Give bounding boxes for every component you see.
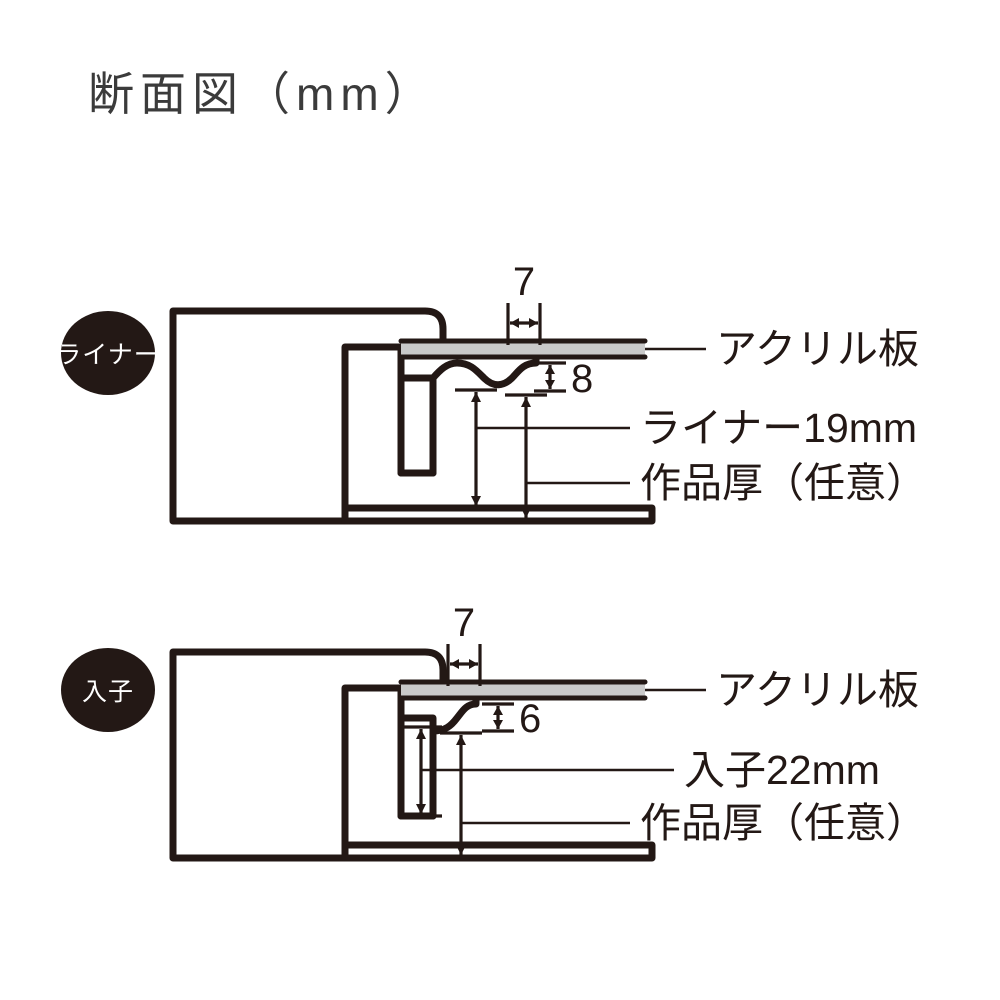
outer-frame-profile-liner xyxy=(169,307,447,525)
dim-7-label-insert: 7 xyxy=(453,601,475,645)
measure-artwork-thickness-insert xyxy=(440,731,482,859)
insert-rabbet-step-insert xyxy=(397,714,437,820)
dim-7-arrowhead-left-insert xyxy=(450,659,459,669)
badge-insert: 入子 xyxy=(61,648,155,732)
measure-insert-depth-insert xyxy=(400,725,442,818)
callout-acrylic-insert: アクリル板 xyxy=(716,667,919,713)
callout-artwork-insert: 作品厚（任意） xyxy=(640,800,927,846)
callout-liner-depth-liner: ライナー19mm xyxy=(640,405,917,451)
dim-7-arrowhead-left-liner xyxy=(510,318,519,328)
artwork-arrowhead-top-liner xyxy=(521,397,531,407)
diagram-insert: 入子 7 6 xyxy=(61,601,927,862)
dim-6-label-insert: 6 xyxy=(519,697,541,741)
outer-frame-profile-insert xyxy=(169,648,447,862)
dim-7-label-liner: 7 xyxy=(513,260,535,304)
dimension-rabbet-width-insert: 7 xyxy=(446,601,482,686)
callout-acrylic-liner: アクリル板 xyxy=(716,326,919,372)
liner-profile-liner xyxy=(397,343,540,477)
dimension-insert-face-height-insert: 6 xyxy=(482,697,541,741)
dim-7-arrowhead-right-liner xyxy=(529,318,538,328)
badge-liner: ライナー xyxy=(56,311,160,395)
badge-liner-label: ライナー xyxy=(56,341,160,369)
measure-artwork-thickness-liner xyxy=(505,393,547,522)
artwork-arrowhead-bottom-liner xyxy=(521,508,531,518)
liner-depth-arrowhead-bottom-liner xyxy=(471,496,481,506)
insert-depth-arrowhead-top-insert xyxy=(416,729,426,739)
insert-depth-arrowhead-bottom-insert xyxy=(416,804,426,814)
artwork-arrowhead-top-insert xyxy=(456,735,466,745)
dim-6-arrowhead-bottom-insert xyxy=(493,720,503,729)
badge-insert-label: 入子 xyxy=(82,678,134,706)
badge-insert-circle xyxy=(61,648,155,732)
dimension-liner-face-height-liner: 8 xyxy=(534,357,593,401)
acrylic-sheet-insert xyxy=(401,682,645,698)
artwork-arrowhead-bottom-insert xyxy=(456,845,466,855)
callout-artwork-liner: 作品厚（任意） xyxy=(640,460,927,506)
dim-7-arrowhead-right-insert xyxy=(469,659,478,669)
page-title: 断面図（mm） xyxy=(88,68,437,120)
liner-depth-arrowhead-top-liner xyxy=(471,392,481,402)
dim-8-arrowhead-top-liner xyxy=(545,365,555,374)
callout-insert-depth-insert: 入子22mm xyxy=(684,747,880,793)
dim-6-arrowhead-top-insert xyxy=(493,706,503,715)
dim-8-arrowhead-bottom-liner xyxy=(545,380,555,389)
badge-liner-circle xyxy=(61,311,155,395)
acrylic-sheet-liner xyxy=(401,341,645,357)
dim-8-label-liner: 8 xyxy=(571,357,593,401)
diagram-liner: ライナー 7 8 xyxy=(56,260,927,525)
liner-rabbet-step-liner xyxy=(397,374,437,477)
backing-board-liner xyxy=(341,504,656,525)
backing-board-insert xyxy=(341,841,656,862)
measure-liner-depth-liner xyxy=(455,388,497,510)
dimension-rabbet-width-liner: 7 xyxy=(506,260,542,345)
